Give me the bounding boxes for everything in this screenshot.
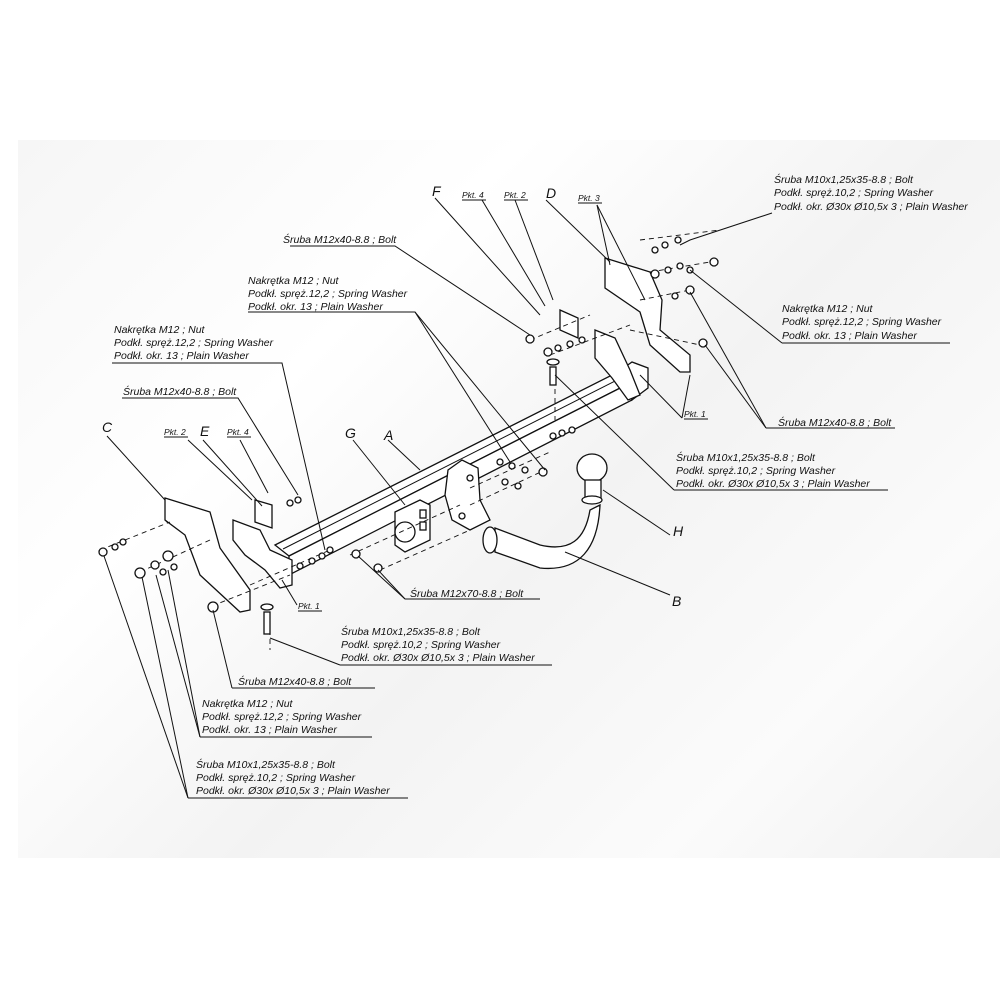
letter-G: G — [345, 425, 356, 441]
bracket-F — [559, 308, 641, 401]
letter-A: A — [383, 427, 393, 443]
svg-text:Nakrętka M12 ; Nut: Nakrętka M12 ; Nut — [202, 698, 294, 710]
callout-left-bolt: Śruba M12x40-8.8 ; Bolt — [123, 385, 237, 398]
leader-lines — [103, 197, 950, 799]
svg-text:Podkł. okr. 13 ; Plain Washer: Podkł. okr. 13 ; Plain Washer — [114, 350, 249, 362]
part-letters: A B C D E F G H — [102, 183, 684, 609]
svg-text:Podkł. okr. Ø30x Ø10,5x 3 ; P: Podkł. okr. Ø30x Ø10,5x 3 ; Plain Washer — [676, 478, 870, 490]
svg-text:Nakrętka M12 ; Nut: Nakrętka M12 ; Nut — [114, 324, 206, 336]
letter-E: E — [200, 423, 210, 439]
callout-bottom-bolt-set: Śruba M10x1,25x35-8.8 ; Bolt Podkł. sprę… — [196, 758, 390, 797]
svg-text:Śruba M10x1,25x35-8.8 ; Bolt: Śruba M10x1,25x35-8.8 ; Bolt — [196, 758, 336, 771]
svg-text:Śruba M12x40-8.8 ; Bolt: Śruba M12x40-8.8 ; Bolt — [778, 416, 892, 429]
letter-B: B — [672, 593, 681, 609]
paper-sheet — [18, 140, 1000, 858]
svg-text:Podkł. okr. Ø30x Ø10,5x 3 ; P: Podkł. okr. Ø30x Ø10,5x 3 ; Plain Washer — [774, 201, 968, 213]
pkt-markers: Pkt. 4 Pkt. 2 Pkt. 3 Pkt. 1 Pkt. 2 Pkt. … — [164, 190, 708, 612]
letter-D: D — [546, 185, 556, 201]
letter-H: H — [673, 523, 684, 539]
pkt-2-top: Pkt. 2 — [504, 190, 526, 200]
svg-text:Śruba M10x1,25x35-8.8 ; Bolt: Śruba M10x1,25x35-8.8 ; Bolt — [341, 625, 481, 638]
pkt-4-top: Pkt. 4 — [462, 190, 484, 200]
callout-bottom-nut-set: Nakrętka M12 ; Nut Podkł. spręż.12,2 ; S… — [202, 698, 362, 736]
fasteners — [98, 236, 719, 635]
svg-text:Nakrętka M12 ; Nut: Nakrętka M12 ; Nut — [248, 275, 340, 287]
callout-bottom-bolt: Śruba M12x40-8.8 ; Bolt — [238, 675, 352, 688]
svg-text:Podkł. okr. 13 ; Plain Washer: Podkł. okr. 13 ; Plain Washer — [202, 724, 337, 736]
callout-mid-right-bolt-set: Śruba M10x1,25x35-8.8 ; Bolt Podkł. sprę… — [676, 451, 870, 490]
bracket-D — [604, 257, 691, 373]
svg-text:Podkł. spręż.10,2 ; Spring Was: Podkł. spręż.10,2 ; Spring Washer — [774, 187, 934, 199]
callout-right-nut-set: Nakrętka M12 ; Nut Podkł. spręż.12,2 ; S… — [782, 303, 942, 342]
svg-text:Śruba M10x1,25x35-8.8 ; Bolt: Śruba M10x1,25x35-8.8 ; Bolt — [676, 451, 816, 464]
svg-text:Śruba M12x70-8.8 ; Bolt: Śruba M12x70-8.8 ; Bolt — [410, 587, 524, 600]
svg-text:Podkł. spręż.10,2 ; Spring Was: Podkł. spręż.10,2 ; Spring Washer — [676, 465, 836, 477]
callout-right-bolt: Śruba M12x40-8.8 ; Bolt — [778, 416, 892, 429]
svg-text:Podkł. spręż.12,2 ; Spring Was: Podkł. spręż.12,2 ; Spring Washer — [248, 288, 408, 300]
svg-text:Podkł. okr. 13 ; Plain Washer: Podkł. okr. 13 ; Plain Washer — [782, 330, 917, 342]
svg-text:Podkł. okr. Ø30x Ø10,5x 3 ; P: Podkł. okr. Ø30x Ø10,5x 3 ; Plain Washer — [196, 785, 390, 797]
callout-top-nut-set: Nakrętka M12 ; Nut Podkł. spręż.12,2 ; S… — [248, 275, 408, 313]
svg-text:Podkł. spręż.12,2 ; Spring Was: Podkł. spręż.12,2 ; Spring Washer — [202, 711, 362, 723]
svg-text:Podkł. spręż.12,2 ; Spring Was: Podkł. spręż.12,2 ; Spring Washer — [782, 316, 942, 328]
svg-text:Śruba M12x40-8.8 ; Bolt: Śruba M12x40-8.8 ; Bolt — [123, 385, 237, 398]
callout-top-right-bolt-set: Śruba M10x1,25x35-8.8 ; Bolt Podkł. sprę… — [774, 173, 968, 213]
svg-text:Nakrętka M12 ; Nut: Nakrętka M12 ; Nut — [782, 303, 874, 315]
svg-text:Podkł. okr. Ø30x Ø10,5x 3 ; P: Podkł. okr. Ø30x Ø10,5x 3 ; Plain Washer — [341, 652, 535, 664]
letter-F: F — [432, 183, 442, 199]
svg-text:Podkł. okr. 13 ; Plain Washer: Podkł. okr. 13 ; Plain Washer — [248, 301, 383, 313]
svg-text:Śruba M12x40-8.8 ; Bolt: Śruba M12x40-8.8 ; Bolt — [238, 675, 352, 688]
svg-text:Śruba M10x1,25x35-8.8 ; Bolt: Śruba M10x1,25x35-8.8 ; Bolt — [774, 173, 914, 186]
socket-plate-G — [394, 499, 431, 553]
center-mount-plate — [444, 459, 491, 531]
svg-text:Podkł. spręż.10,2 ; Spring Was: Podkł. spręż.10,2 ; Spring Washer — [196, 772, 356, 784]
callout-left-nut-set: Nakrętka M12 ; Nut Podkł. spręż.12,2 ; S… — [114, 324, 274, 362]
tow-ball-B — [482, 453, 608, 570]
bracket-C — [164, 497, 251, 613]
pkt-2-left: Pkt. 2 — [164, 427, 186, 437]
letter-C: C — [102, 419, 113, 435]
pkt-4-left: Pkt. 4 — [227, 427, 249, 437]
pkt-3: Pkt. 3 — [578, 193, 600, 203]
svg-text:Podkł. spręż.12,2 ; Spring Was: Podkł. spręż.12,2 ; Spring Washer — [114, 337, 274, 349]
pkt-1-left: Pkt. 1 — [298, 601, 320, 611]
callout-center-bolt-m70: Śruba M12x70-8.8 ; Bolt — [410, 587, 524, 600]
svg-text:Podkł. spręż.10,2 ; Spring Was: Podkł. spręż.10,2 ; Spring Washer — [341, 639, 501, 651]
callout-center-bolt-set: Śruba M10x1,25x35-8.8 ; Bolt Podkł. sprę… — [341, 625, 535, 664]
callout-top-bolt: Śruba M12x40-8.8 ; Bolt — [283, 233, 397, 246]
svg-text:Śruba M12x40-8.8 ; Bolt: Śruba M12x40-8.8 ; Bolt — [283, 233, 397, 246]
pkt-1-right: Pkt. 1 — [684, 409, 706, 419]
